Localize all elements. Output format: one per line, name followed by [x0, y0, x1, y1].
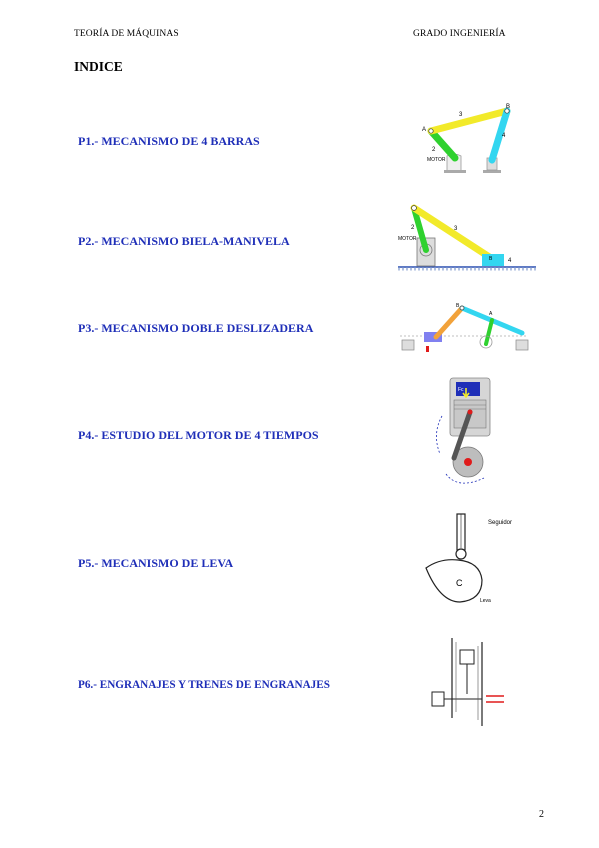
label-follower: Seguidor	[488, 520, 512, 526]
index-entry-p3[interactable]: P3.- MECANISMO DOBLE DESLIZADERA	[78, 321, 314, 335]
label-2: 2	[432, 147, 436, 153]
four-bar-linkage-figure: A B 3 4 2 MOTOR	[422, 104, 511, 173]
label-3: 3	[459, 112, 463, 118]
label-4: 4	[508, 258, 512, 264]
label-2: 2	[411, 225, 415, 231]
label-b: B	[489, 256, 493, 262]
label-4: 4	[502, 133, 506, 139]
index-entry-p4[interactable]: P4.- ESTUDIO DEL MOTOR DE 4 TIEMPOS	[78, 428, 319, 442]
cam-figure: Seguidor C Leva	[425, 513, 512, 604]
index-title: INDICE	[74, 59, 123, 74]
label-a: A	[489, 311, 493, 317]
index-entry-p1[interactable]: P1.- MECANISMO DE 4 BARRAS	[78, 134, 260, 148]
slider-crank-figure: 2 3 4 B MOTOR	[398, 204, 536, 271]
label-motor: MOTOR	[398, 236, 417, 242]
label-a: A	[422, 127, 426, 133]
index-entry-p6[interactable]: P6.- ENGRANAJES Y TRENES DE ENGRANAJES	[78, 679, 330, 691]
gear-train-figure	[431, 638, 504, 726]
label-b: B	[456, 303, 460, 309]
label-c: C	[456, 578, 463, 588]
index-entry-p2[interactable]: P2.- MECANISMO BIELA-MANIVELA	[78, 234, 290, 248]
page-number: 2	[539, 809, 544, 820]
header-left: TEORÍA DE MÁQUINAS	[74, 29, 179, 39]
four-stroke-engine-figure: Fc	[436, 377, 491, 484]
header-right: GRADO INGENIERÍA	[413, 29, 506, 39]
label-3: 3	[454, 226, 458, 232]
label-motor: MOTOR	[427, 157, 446, 163]
index-entry-p5[interactable]: P5.- MECANISMO DE LEVA	[78, 556, 234, 570]
label-b: B	[506, 104, 510, 110]
label-fc: Fc	[458, 387, 464, 393]
double-slider-figure: B A	[400, 303, 529, 352]
label-cam: Leva	[480, 598, 491, 604]
